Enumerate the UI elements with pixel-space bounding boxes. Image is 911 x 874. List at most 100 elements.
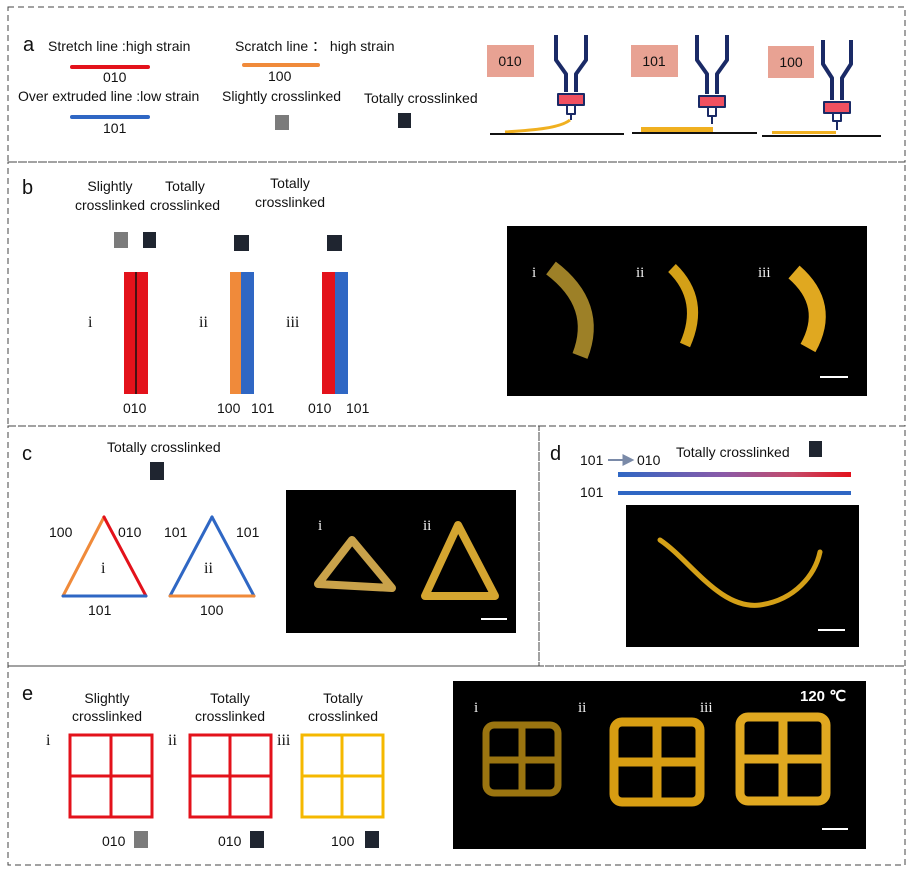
grid-i-code: 010 [102,833,126,849]
stretch-line-label: Stretch line :high strain [48,38,190,54]
grid-iii [300,733,385,819]
heater-block-icon [823,101,851,114]
grid-i-heading-l2: crosslinked [72,708,142,724]
printer-100: 100 [762,40,881,137]
sample-iii-bar-stretch [322,272,335,394]
nozzle-icon [554,35,588,120]
slightly-crosslinked-swatch [114,232,128,248]
printer-101: 101 [631,35,757,134]
totally-crosslinked-swatch [150,462,164,480]
panel-e: e Slightly crosslinked i 010 Totally cro… [22,681,866,849]
panel-e-border [7,665,906,866]
triangle-i-bottom-code: 101 [88,602,112,618]
panel-c: c Totally crosslinked 100 010 101 i 101 … [22,439,516,633]
panel-d-label: d [550,443,561,465]
totally-crosslinked-heading-l1: Totally [165,178,205,194]
panel-b: b Slightly crosslinked Totally crosslink… [22,175,867,416]
photo-label-ii: ii [636,265,644,281]
nozzle-icon [821,40,853,130]
totally-crosslinked-label: Totally crosslinked [364,90,478,106]
panel-borders [7,6,906,866]
scratch-line-code: 100 [268,68,292,84]
grid-ii-code: 010 [218,833,242,849]
triangle-ii [168,515,256,598]
panel-d-photo [626,505,859,647]
sample-ii-bar-scratch [230,272,241,394]
totally-crosslinked-swatch [250,831,264,848]
specimen-grid-i [482,721,562,797]
totally-crosslinked-heading2-l1: Totally [270,175,310,191]
panel-b-label: b [22,177,33,199]
code-box-text: 100 [779,54,803,70]
specimen-i [546,261,594,359]
grid-iii-label: iii [277,732,291,749]
code-box [768,46,814,78]
grid-i-heading-l1: Slightly [84,690,129,706]
slightly-crosslinked-heading-l2: crosslinked [75,197,145,213]
grid-iii-heading-l2: crosslinked [308,708,378,724]
photo-background [626,505,859,647]
panel-e-photo: i ii iii 120 ℃ [453,681,866,849]
printer-010: 010 [487,35,624,135]
over-extruded-filament [641,127,713,132]
triangle-ii-bottom-code: 100 [200,602,224,618]
panel-d-title: Totally crosslinked [676,444,790,460]
code-box [631,45,678,77]
totally-crosslinked-heading2-l2: crosslinked [255,194,325,210]
totally-crosslinked-swatch [398,113,411,128]
photo-label-ii: ii [423,518,431,534]
totally-crosslinked-swatch [365,831,379,848]
over-extruded-line-code: 101 [103,120,127,136]
stretched-filament [504,118,571,134]
panel-d-border [538,425,906,667]
photo-label-i: i [318,518,322,534]
triangle-ii-label: ii [204,560,213,577]
panel-d: d 101 010 Totally crosslinked 101 [550,441,859,647]
sample-ii-code-left: 100 [217,400,241,416]
temperature-label: 120 ℃ [800,688,846,705]
specimen-triangle-i [314,536,396,592]
sample-iii-code-right: 101 [346,400,370,416]
panel-c-title: Totally crosslinked [107,439,221,455]
sample-ii-bar-over [241,272,254,394]
grid-iii-heading-l1: Totally [323,690,363,706]
grid-i-label: i [46,732,51,749]
triangle-i-right-edge [102,515,148,598]
triangle-i [61,515,148,598]
photo-label-iii: iii [758,265,771,281]
sample-iii-bar-over [335,272,348,394]
grid-ii [188,733,273,819]
photo-label-ii: ii [578,700,586,716]
nozzle-icon [695,35,729,124]
panel-d-bottom-code: 101 [580,484,604,500]
triangle-i-left-edge [61,515,106,598]
scratch-line-label: Scratch line ： high strain [235,38,395,54]
over-extruded-line [618,491,851,495]
panel-e-label: e [22,683,33,705]
grid-ii-heading-l2: crosslinked [195,708,265,724]
panel-c-photo: i ii [286,490,516,633]
specimen-curve [657,537,823,608]
grid-ii-label: ii [168,732,177,749]
sample-i-label: i [88,314,93,331]
code-box [487,45,534,77]
code-box-text: 101 [642,53,666,69]
panel-b-border [7,161,906,427]
specimen-grid-iii [735,712,831,806]
slightly-crosslinked-swatch [134,831,148,848]
totally-crosslinked-heading-l2: crosslinked [150,197,220,213]
over-extruded-line-label: Over extruded line :low strain [18,88,199,104]
totally-crosslinked-swatch [809,441,822,457]
sample-ii-label: ii [199,314,208,331]
triangle-ii-left-code: 101 [164,524,188,540]
totally-crosslinked-swatch [327,235,342,251]
panel-a: a Stretch line :high strain 010 Scratch … [18,34,881,137]
triangle-ii-right-code: 101 [236,524,260,540]
panel-a-label: a [23,34,35,56]
totally-crosslinked-swatch [143,232,156,248]
specimen-iii [788,265,826,353]
panel-d-to-code: 010 [637,452,661,468]
scratch-filament [772,131,836,134]
specimen-grid-ii [609,717,705,807]
